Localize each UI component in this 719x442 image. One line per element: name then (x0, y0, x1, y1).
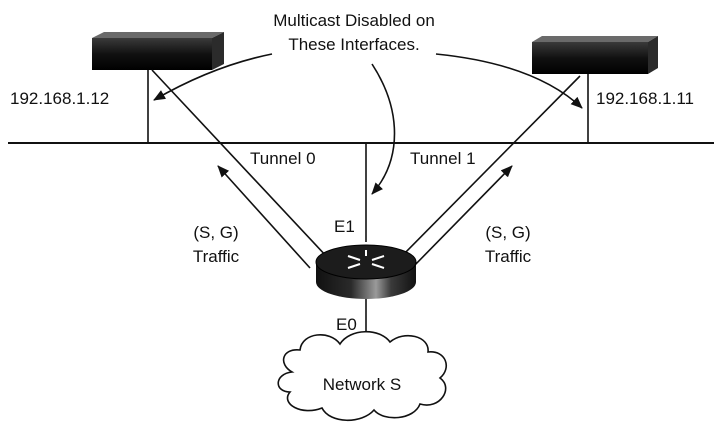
router-e1-label: E1 (334, 217, 355, 236)
annotation-line-2: These Interfaces. (288, 35, 419, 54)
network-s-label: Network S (323, 375, 401, 394)
router-arrows-icon (347, 250, 385, 269)
sg-traffic-right-line-2: Traffic (485, 247, 532, 266)
annotation-arrow-center (371, 63, 396, 195)
sg-traffic-left-arrow (217, 165, 311, 269)
tunnel-1-line (397, 75, 581, 261)
sg-traffic-left-line-1: (S, G) (193, 223, 238, 242)
sg-traffic-left-line-2: Traffic (193, 247, 240, 266)
sg-traffic-right-arrow (411, 165, 513, 269)
annotation-arrow-right (435, 53, 583, 109)
tunnel-0-line (151, 69, 329, 259)
right-host-device (532, 36, 658, 74)
tunnel-1-label: Tunnel 1 (410, 149, 476, 168)
annotation-arrow-left (153, 53, 273, 101)
router-e0-label: E0 (336, 315, 357, 334)
left-host-device (92, 32, 224, 70)
sg-traffic-right-line-1: (S, G) (485, 223, 530, 242)
tunnel-0-label: Tunnel 0 (250, 149, 316, 168)
left-host-ip: 192.168.1.12 (10, 89, 109, 108)
right-host-ip: 192.168.1.11 (596, 89, 694, 108)
network-cloud-icon (277, 331, 448, 421)
router-icon (315, 244, 417, 299)
annotation-line-1: Multicast Disabled on (273, 11, 435, 30)
